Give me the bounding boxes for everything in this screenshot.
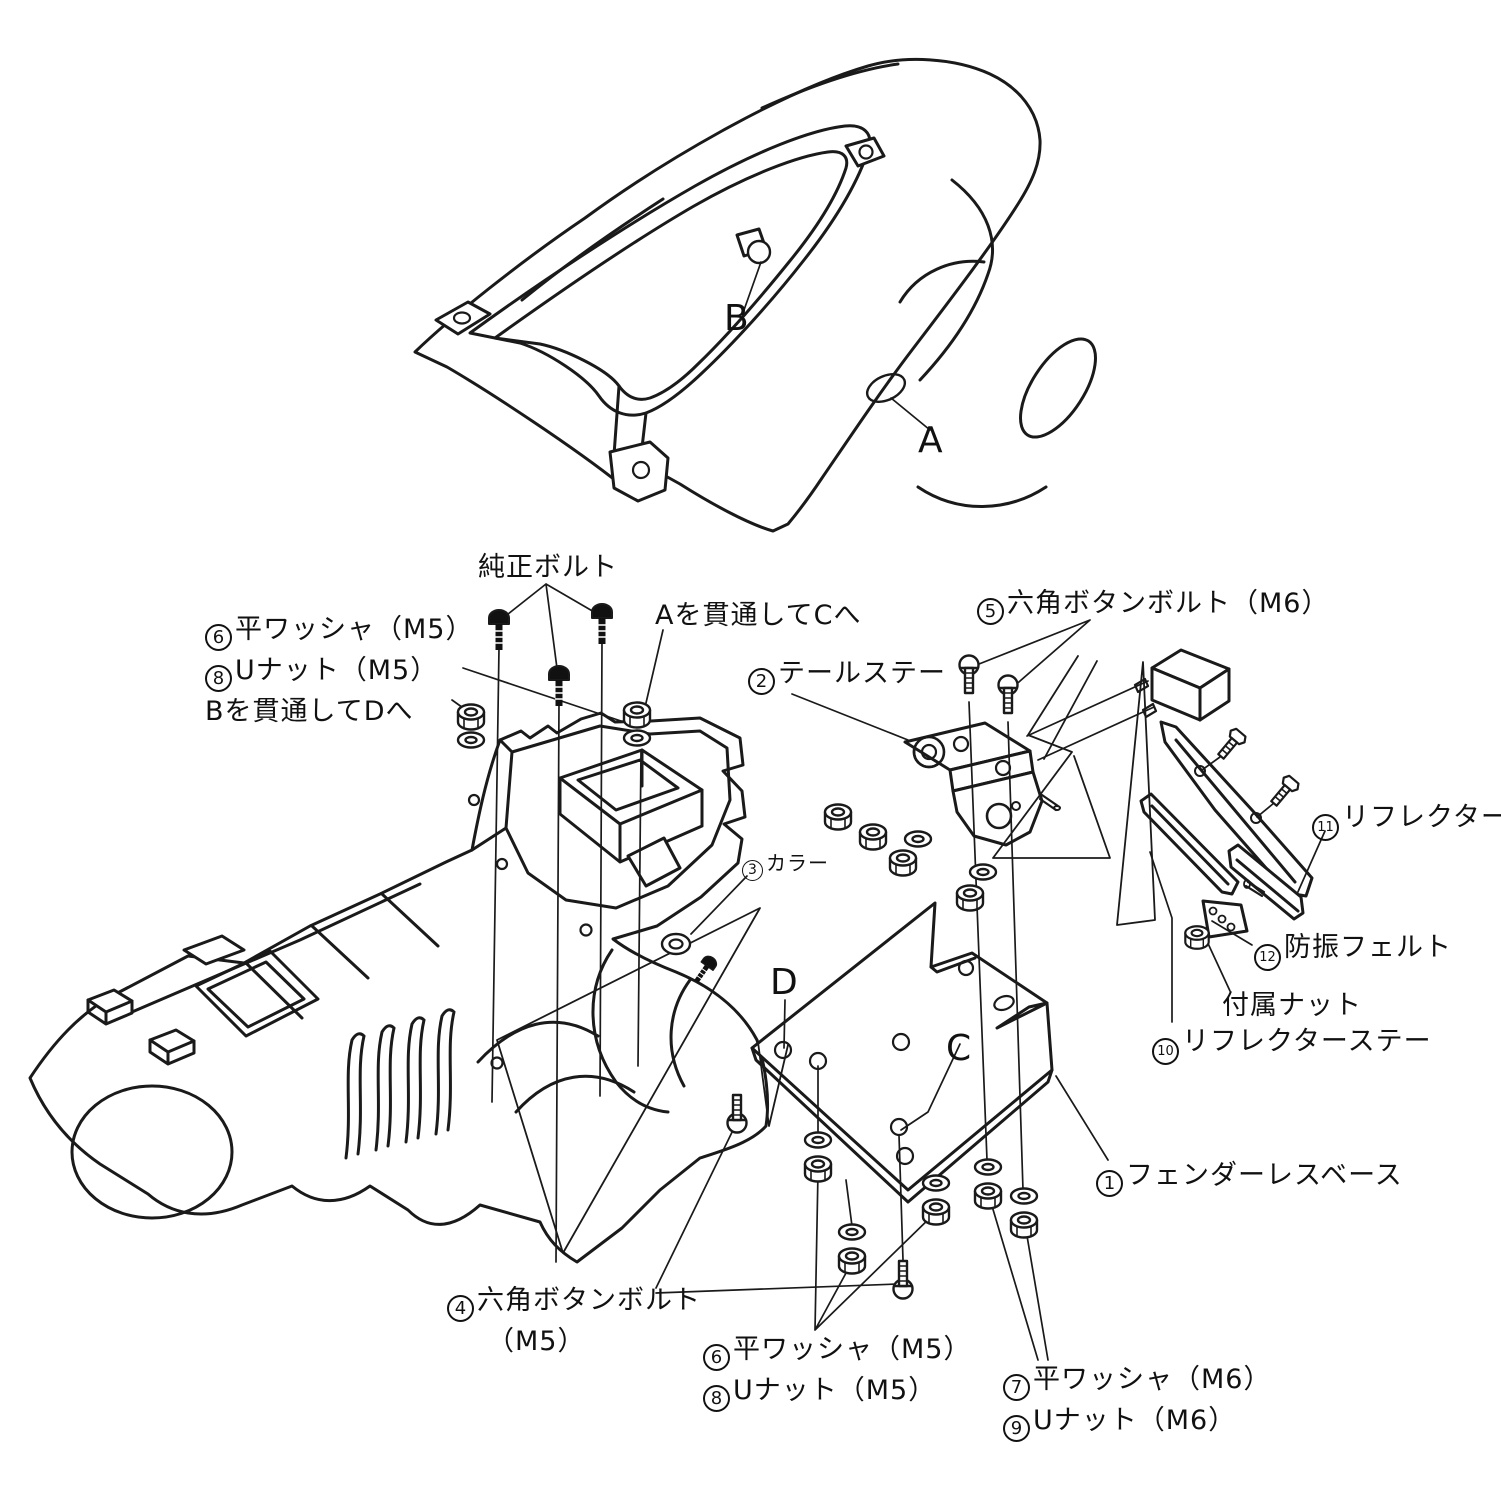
u-nut-m5 <box>921 1198 951 1226</box>
u-nut-m5 <box>837 1247 867 1275</box>
circle-10: 10 <box>1152 1038 1179 1065</box>
flat-washer-m6 <box>973 1158 1003 1176</box>
label-a-through: Aを貫通してCへ <box>655 600 862 631</box>
circle-8: 8 <box>205 665 232 692</box>
undertail-unit-drawing <box>28 711 770 1264</box>
fenderless-base-drawing <box>750 901 1054 1204</box>
hex-button-bolt-m6-1 <box>958 654 980 695</box>
circle-6: 6 <box>703 1344 730 1371</box>
flat-washer-m5 <box>803 1131 833 1149</box>
circle-11: 11 <box>1312 814 1339 841</box>
u-nut-m6 <box>858 823 888 851</box>
label-included-nut: 付属ナット <box>1222 990 1362 1021</box>
flat-washer-m6 <box>1009 1187 1039 1205</box>
circle-7: 7 <box>1003 1374 1030 1401</box>
point-c: C <box>946 1028 972 1069</box>
included-nut <box>1183 924 1211 951</box>
circle-5: 5 <box>977 598 1004 625</box>
u-nut-m5 <box>622 701 652 729</box>
tail-stay-drawing <box>903 721 1061 847</box>
hex-button-bolt-m5-2 <box>892 1259 914 1300</box>
u-nut-m6 <box>888 849 918 877</box>
circle-2: 2 <box>748 668 775 695</box>
hex-button-bolt-m6-2 <box>997 674 1019 715</box>
u-nut-m6 <box>823 803 853 831</box>
circle-12: 12 <box>1254 944 1281 971</box>
collar-part <box>660 932 720 987</box>
circle-3: 3 <box>742 859 763 881</box>
u-nut-m6 <box>1009 1211 1039 1239</box>
genuine-bolt-1 <box>487 608 511 652</box>
genuine-bolt-2 <box>590 602 614 646</box>
point-a: A <box>918 420 943 461</box>
leader-lines <box>451 261 1326 1361</box>
circle-9: 9 <box>1003 1415 1030 1442</box>
flat-washer-m6 <box>968 863 998 881</box>
hardware-parts <box>456 602 1303 1300</box>
flat-washer-m5 <box>456 731 486 749</box>
circle-1: 1 <box>1096 1170 1123 1197</box>
label-genuine-bolt: 純正ボルト <box>478 552 618 583</box>
circle-6: 6 <box>205 624 232 651</box>
u-nut-m5 <box>803 1155 833 1183</box>
tail-cowl-drawing <box>413 57 1097 533</box>
flat-washer-m5 <box>622 729 652 747</box>
flat-washer-m6 <box>903 830 933 848</box>
flat-washer-m5 <box>837 1223 867 1241</box>
circle-4: 4 <box>447 1295 474 1322</box>
point-d: D <box>770 962 798 1003</box>
connection-triangles <box>496 655 1156 1254</box>
point-b: B <box>724 298 749 339</box>
circle-8: 8 <box>703 1385 730 1412</box>
genuine-bolt-3 <box>547 664 571 708</box>
u-nut-m6 <box>955 884 985 912</box>
u-nut-m6 <box>973 1182 1003 1210</box>
reflector-assembly-drawing <box>1133 648 1314 939</box>
flat-washer-m5 <box>921 1174 951 1192</box>
